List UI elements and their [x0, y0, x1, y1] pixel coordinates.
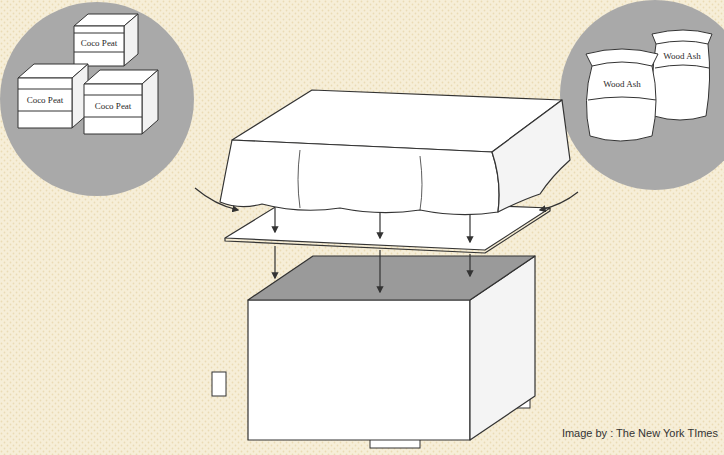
- block-label: Coco Peat: [81, 39, 118, 48]
- block-label: Coco Peat: [27, 96, 64, 105]
- bag-label: Wood Ash: [663, 52, 701, 61]
- box: [248, 256, 535, 440]
- bag-label: Wood Ash: [603, 80, 641, 89]
- wood-ash-bags: [586, 30, 712, 141]
- arrows: [195, 188, 578, 292]
- wood-ash-circle: [560, 0, 724, 190]
- cloth-cover: [220, 90, 570, 215]
- coco-peat-blocks: [18, 14, 158, 134]
- credit-text: Image by : The New York TImes: [562, 428, 718, 439]
- coco-peat-circle: [0, 2, 194, 196]
- block-label: Coco Peat: [95, 102, 132, 111]
